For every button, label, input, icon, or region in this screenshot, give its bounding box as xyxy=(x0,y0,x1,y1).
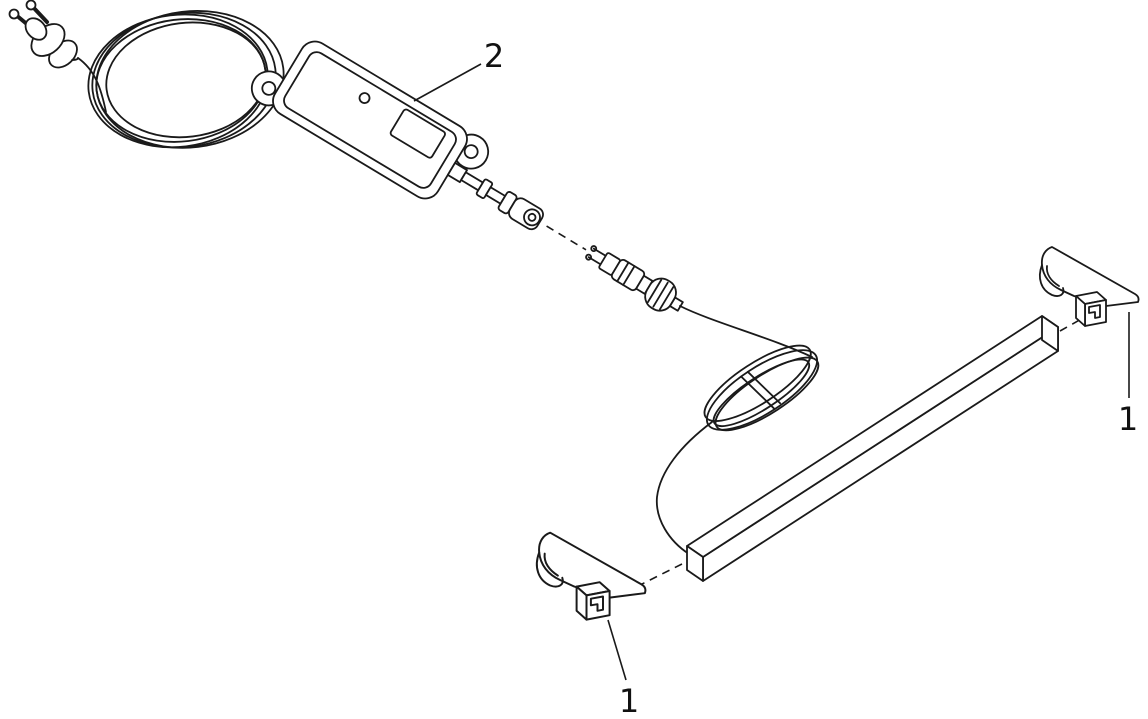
callout-1-top-label: 1 xyxy=(1118,400,1138,438)
light-bar-right-end xyxy=(1041,315,1059,352)
light-bar-top-face xyxy=(686,315,1059,558)
mounting-clip-bottom xyxy=(535,531,647,621)
screw-hole xyxy=(261,80,277,96)
driver-output-connector xyxy=(446,162,544,231)
light-bar xyxy=(686,315,1059,582)
mains-plug xyxy=(8,0,79,69)
cable-coil-bundle xyxy=(703,344,820,432)
callout-1-bottom: 1 xyxy=(607,619,639,719)
assembly-axis-dashed xyxy=(546,225,587,251)
clip-hook xyxy=(1039,264,1065,297)
power-cord-coil xyxy=(77,10,291,149)
mounting-clip-top xyxy=(1039,246,1140,327)
type-label xyxy=(389,108,446,159)
light-bar-left-end xyxy=(686,545,704,582)
callout-1-bottom-leader xyxy=(607,619,627,681)
driver-box xyxy=(250,40,684,312)
callout-1-top: 1 xyxy=(1118,312,1138,438)
cable-to-lightbar xyxy=(656,421,713,555)
screw-hole xyxy=(463,144,479,160)
callout-2: 2 xyxy=(413,37,504,102)
clip-socket-side xyxy=(1075,295,1086,327)
driver-lid-seam xyxy=(283,51,457,189)
clip-socket-hole xyxy=(1088,304,1101,319)
clip-blade xyxy=(1040,246,1140,307)
callout-2-leader xyxy=(413,63,482,102)
lamp-cable xyxy=(656,305,820,555)
indicator-dot xyxy=(358,92,371,104)
light-bar-front-face xyxy=(702,326,1059,582)
cable-plug-connector xyxy=(585,245,684,312)
cable-to-bundle xyxy=(679,305,813,358)
callout-1-bottom-label: 1 xyxy=(619,682,639,719)
driver-body xyxy=(272,40,468,200)
callout-2-label: 2 xyxy=(484,37,504,75)
